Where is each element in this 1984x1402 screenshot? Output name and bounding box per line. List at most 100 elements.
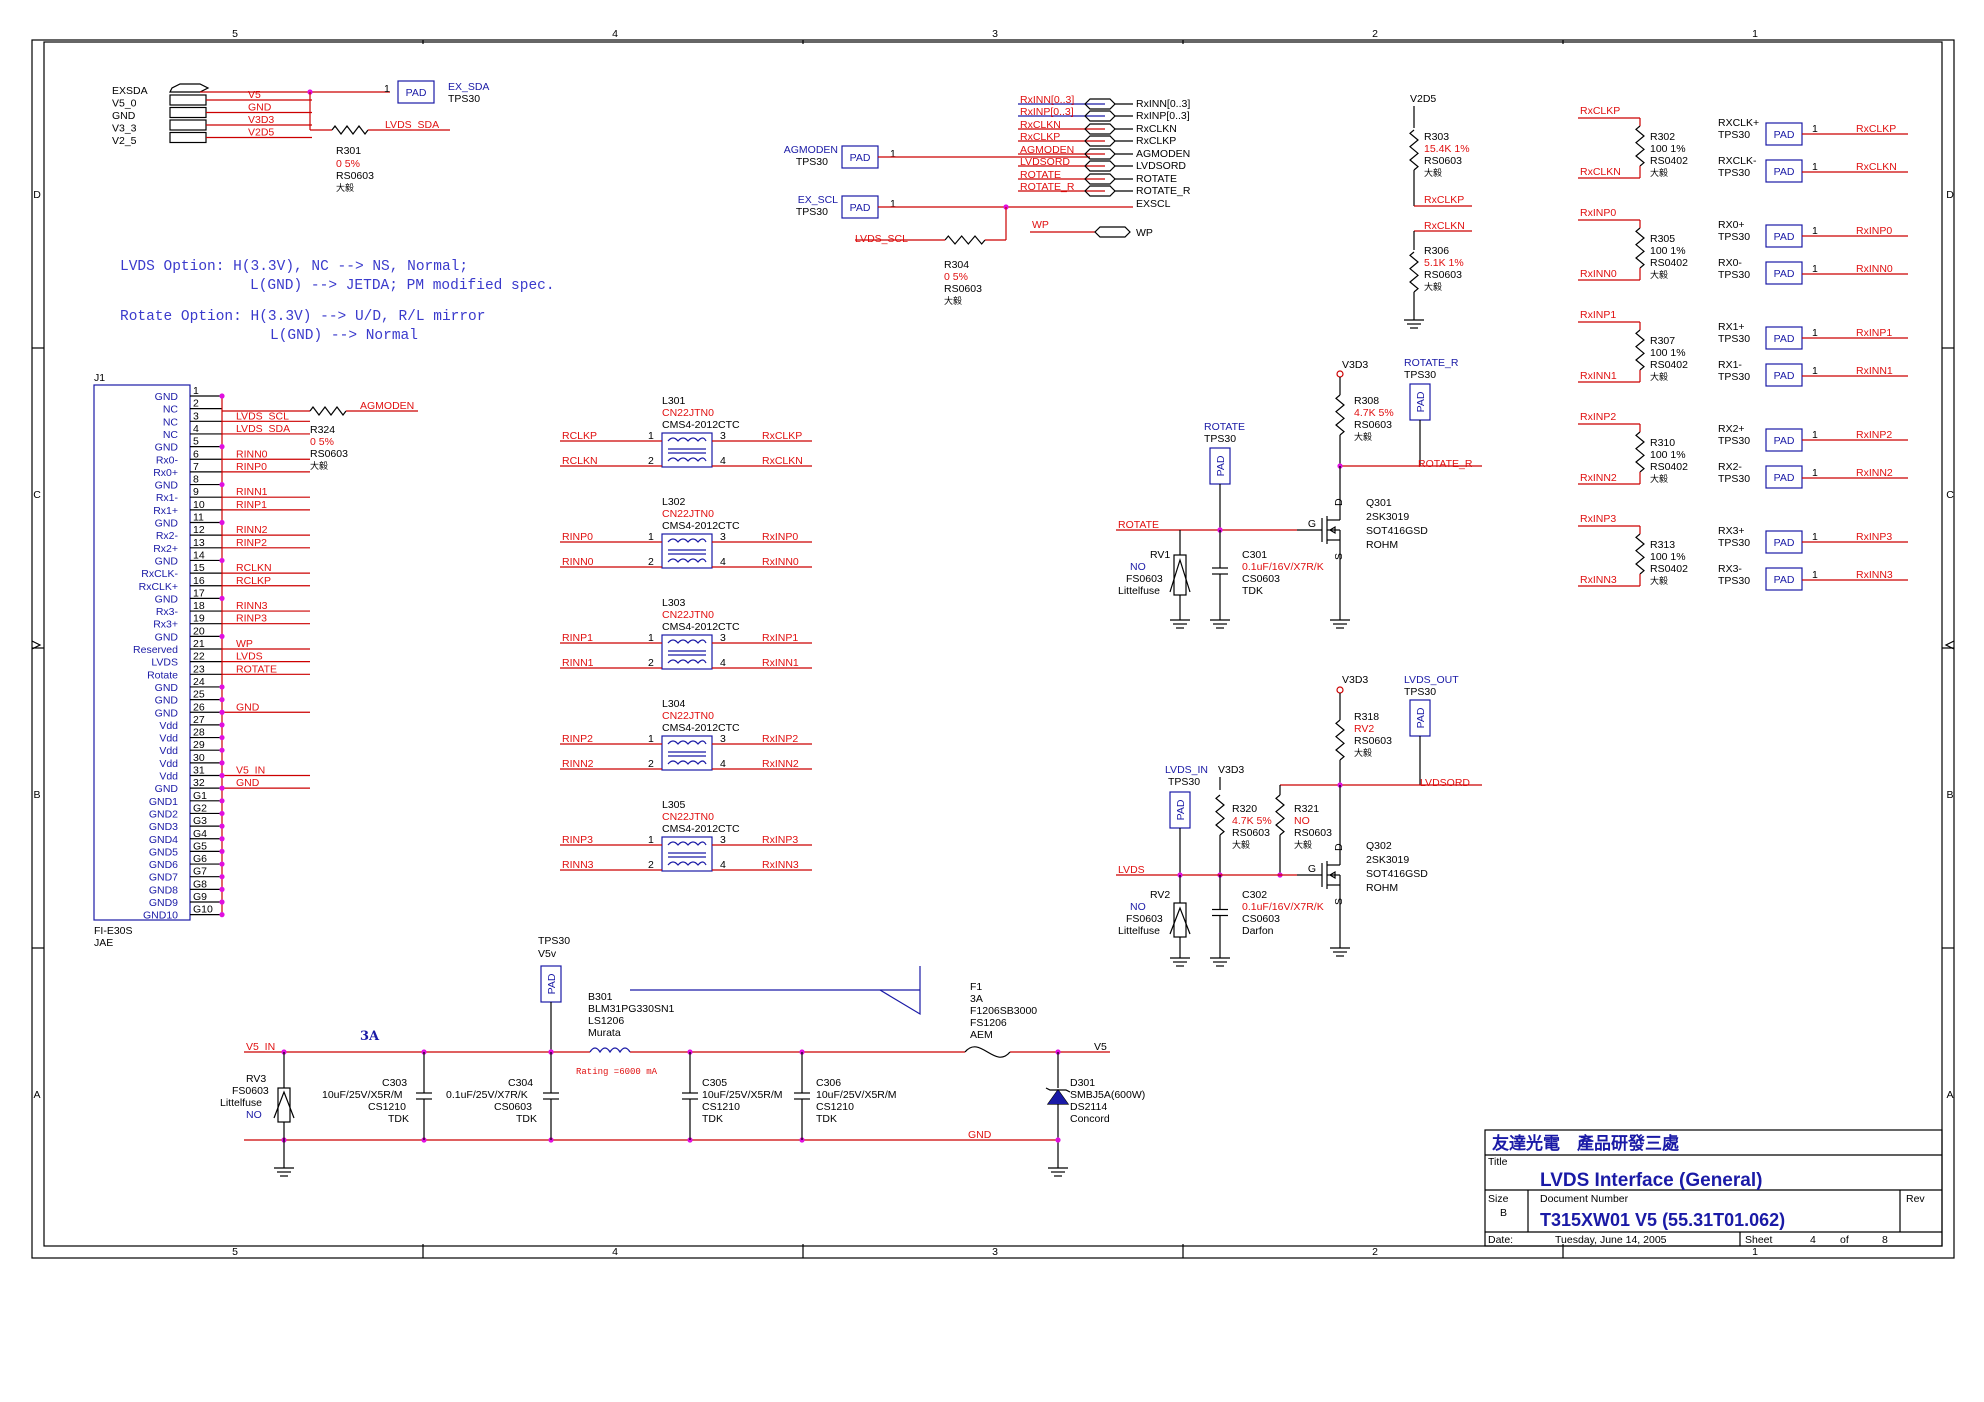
maker: 大毅 bbox=[1424, 281, 1442, 292]
port-icon bbox=[1084, 135, 1116, 147]
pin-number: 3 bbox=[720, 531, 726, 543]
net-label: ROTATE_R bbox=[1418, 458, 1473, 470]
pin-number: 22 bbox=[193, 651, 205, 663]
net-label: LVDS_SCL bbox=[236, 410, 289, 422]
pin-number: 18 bbox=[193, 600, 205, 612]
net-label: RINN1 bbox=[562, 657, 594, 669]
choke-coil-icon bbox=[667, 457, 707, 462]
header-label: GND bbox=[112, 110, 136, 122]
tp-name: RX0- bbox=[1718, 257, 1742, 269]
net-label: RxINN1 bbox=[1856, 365, 1893, 377]
value: 100 1% bbox=[1650, 551, 1686, 563]
resistor-symbol bbox=[1635, 431, 1645, 473]
choke-coil-icon bbox=[667, 740, 707, 745]
net-label: RINN3 bbox=[562, 859, 594, 871]
maker: 大毅 bbox=[1294, 839, 1312, 850]
term-pad-n bbox=[1765, 465, 1803, 489]
pin-number: 3 bbox=[720, 430, 726, 442]
drain-pin: D bbox=[1333, 498, 1345, 506]
package: FS0603 bbox=[1126, 573, 1163, 585]
net-label: RxINN3 bbox=[1856, 569, 1893, 581]
net-label: RCLKP bbox=[562, 430, 597, 442]
net-label: GND bbox=[236, 701, 260, 713]
value: 100 1% bbox=[1650, 245, 1686, 257]
pad-label: PAD bbox=[1774, 231, 1795, 243]
net-label: LVDS bbox=[1118, 864, 1145, 876]
net-label: LVDS_SDA bbox=[236, 423, 290, 435]
resistor-symbol bbox=[1635, 329, 1645, 371]
package: RS0603 bbox=[336, 170, 374, 182]
resistor-symbol bbox=[1335, 719, 1345, 761]
resistor-symbol bbox=[1275, 794, 1285, 836]
resistor-symbol bbox=[1215, 794, 1225, 836]
pad-label: PAD bbox=[850, 202, 871, 214]
bus-label: LVDSORD bbox=[1020, 156, 1070, 168]
pin-number: 8 bbox=[193, 474, 199, 486]
pin-number: 1 bbox=[1812, 569, 1818, 581]
package: SOT416GSD bbox=[1366, 868, 1428, 880]
maker: ROHM bbox=[1366, 539, 1398, 551]
supply-icon bbox=[1336, 370, 1344, 378]
pad-label: PAD bbox=[1774, 435, 1795, 447]
maker: TDK bbox=[516, 1113, 537, 1125]
package: RS0402 bbox=[1650, 461, 1688, 473]
pad-label: PAD bbox=[1415, 391, 1427, 412]
column-marker: 2 bbox=[1372, 28, 1378, 40]
arrow-icon bbox=[1944, 640, 1955, 650]
pin-number: G7 bbox=[193, 866, 207, 878]
port-label: RxINN[0..3] bbox=[1136, 98, 1190, 110]
of-caption: of bbox=[1840, 1234, 1849, 1246]
pin-name: Rx1+ bbox=[153, 505, 178, 517]
port-icon bbox=[1094, 226, 1131, 238]
pin-number: 3 bbox=[720, 632, 726, 644]
ref: L301 bbox=[662, 395, 686, 407]
pin-name: Rx3+ bbox=[153, 619, 178, 631]
port-label: LVDSORD bbox=[1136, 160, 1186, 172]
choke-coil-icon bbox=[667, 760, 707, 765]
pin-name: GND1 bbox=[149, 796, 178, 808]
junction-dot bbox=[219, 785, 225, 791]
tp-name: V5v bbox=[538, 948, 557, 960]
choke-body bbox=[661, 836, 713, 872]
pad-label: PAD bbox=[1215, 455, 1227, 476]
net-label: RxINP3 bbox=[1856, 531, 1892, 543]
package: RS0402 bbox=[1650, 359, 1688, 371]
net-label: RINP2 bbox=[236, 537, 267, 549]
pin-number: 1 bbox=[648, 834, 654, 846]
net-label: RINP1 bbox=[562, 632, 593, 644]
port-icon bbox=[1084, 123, 1116, 135]
size-caption: Size bbox=[1488, 1193, 1509, 1205]
column-marker: 5 bbox=[232, 1246, 238, 1258]
resistor-symbol bbox=[331, 125, 369, 135]
rating-note: Rating =6000 mA bbox=[576, 1067, 658, 1077]
pin-number: G6 bbox=[193, 853, 207, 865]
port-label: AGMODEN bbox=[1136, 148, 1190, 160]
net-label: RxINP1 bbox=[762, 632, 798, 644]
net-label: V5 bbox=[248, 89, 261, 101]
net-label: AGMODEN bbox=[360, 400, 414, 412]
maker: Littelfuse bbox=[1118, 925, 1160, 937]
net-label: RxINP1 bbox=[1856, 327, 1892, 339]
net-label: RxINP2 bbox=[1580, 411, 1616, 423]
title-block bbox=[1484, 1129, 1943, 1247]
fuse-icon bbox=[964, 1046, 1011, 1058]
pin-number: 1 bbox=[1812, 429, 1818, 441]
value: NO bbox=[246, 1109, 262, 1121]
tp-type: TPS30 bbox=[1718, 129, 1750, 141]
supply-label: V3D3 bbox=[1342, 359, 1368, 371]
package: CS0603 bbox=[494, 1101, 532, 1113]
tp-type: TPS30 bbox=[1718, 435, 1750, 447]
junction-dot bbox=[219, 722, 225, 728]
pin-name: Rx0+ bbox=[153, 467, 178, 479]
pin-name: RxCLK- bbox=[141, 568, 178, 580]
ferrite-bead-icon bbox=[589, 1047, 631, 1054]
pin-number: 4 bbox=[193, 423, 199, 435]
pin-number: 13 bbox=[193, 537, 205, 549]
column-marker: 4 bbox=[612, 28, 618, 40]
header-label: V3_3 bbox=[112, 123, 137, 135]
pad-label: PAD bbox=[1774, 574, 1795, 586]
pin-name: Rx2+ bbox=[153, 543, 178, 555]
ref: C302 bbox=[1242, 889, 1267, 901]
ref: L303 bbox=[662, 597, 686, 609]
choke-body bbox=[661, 432, 713, 468]
